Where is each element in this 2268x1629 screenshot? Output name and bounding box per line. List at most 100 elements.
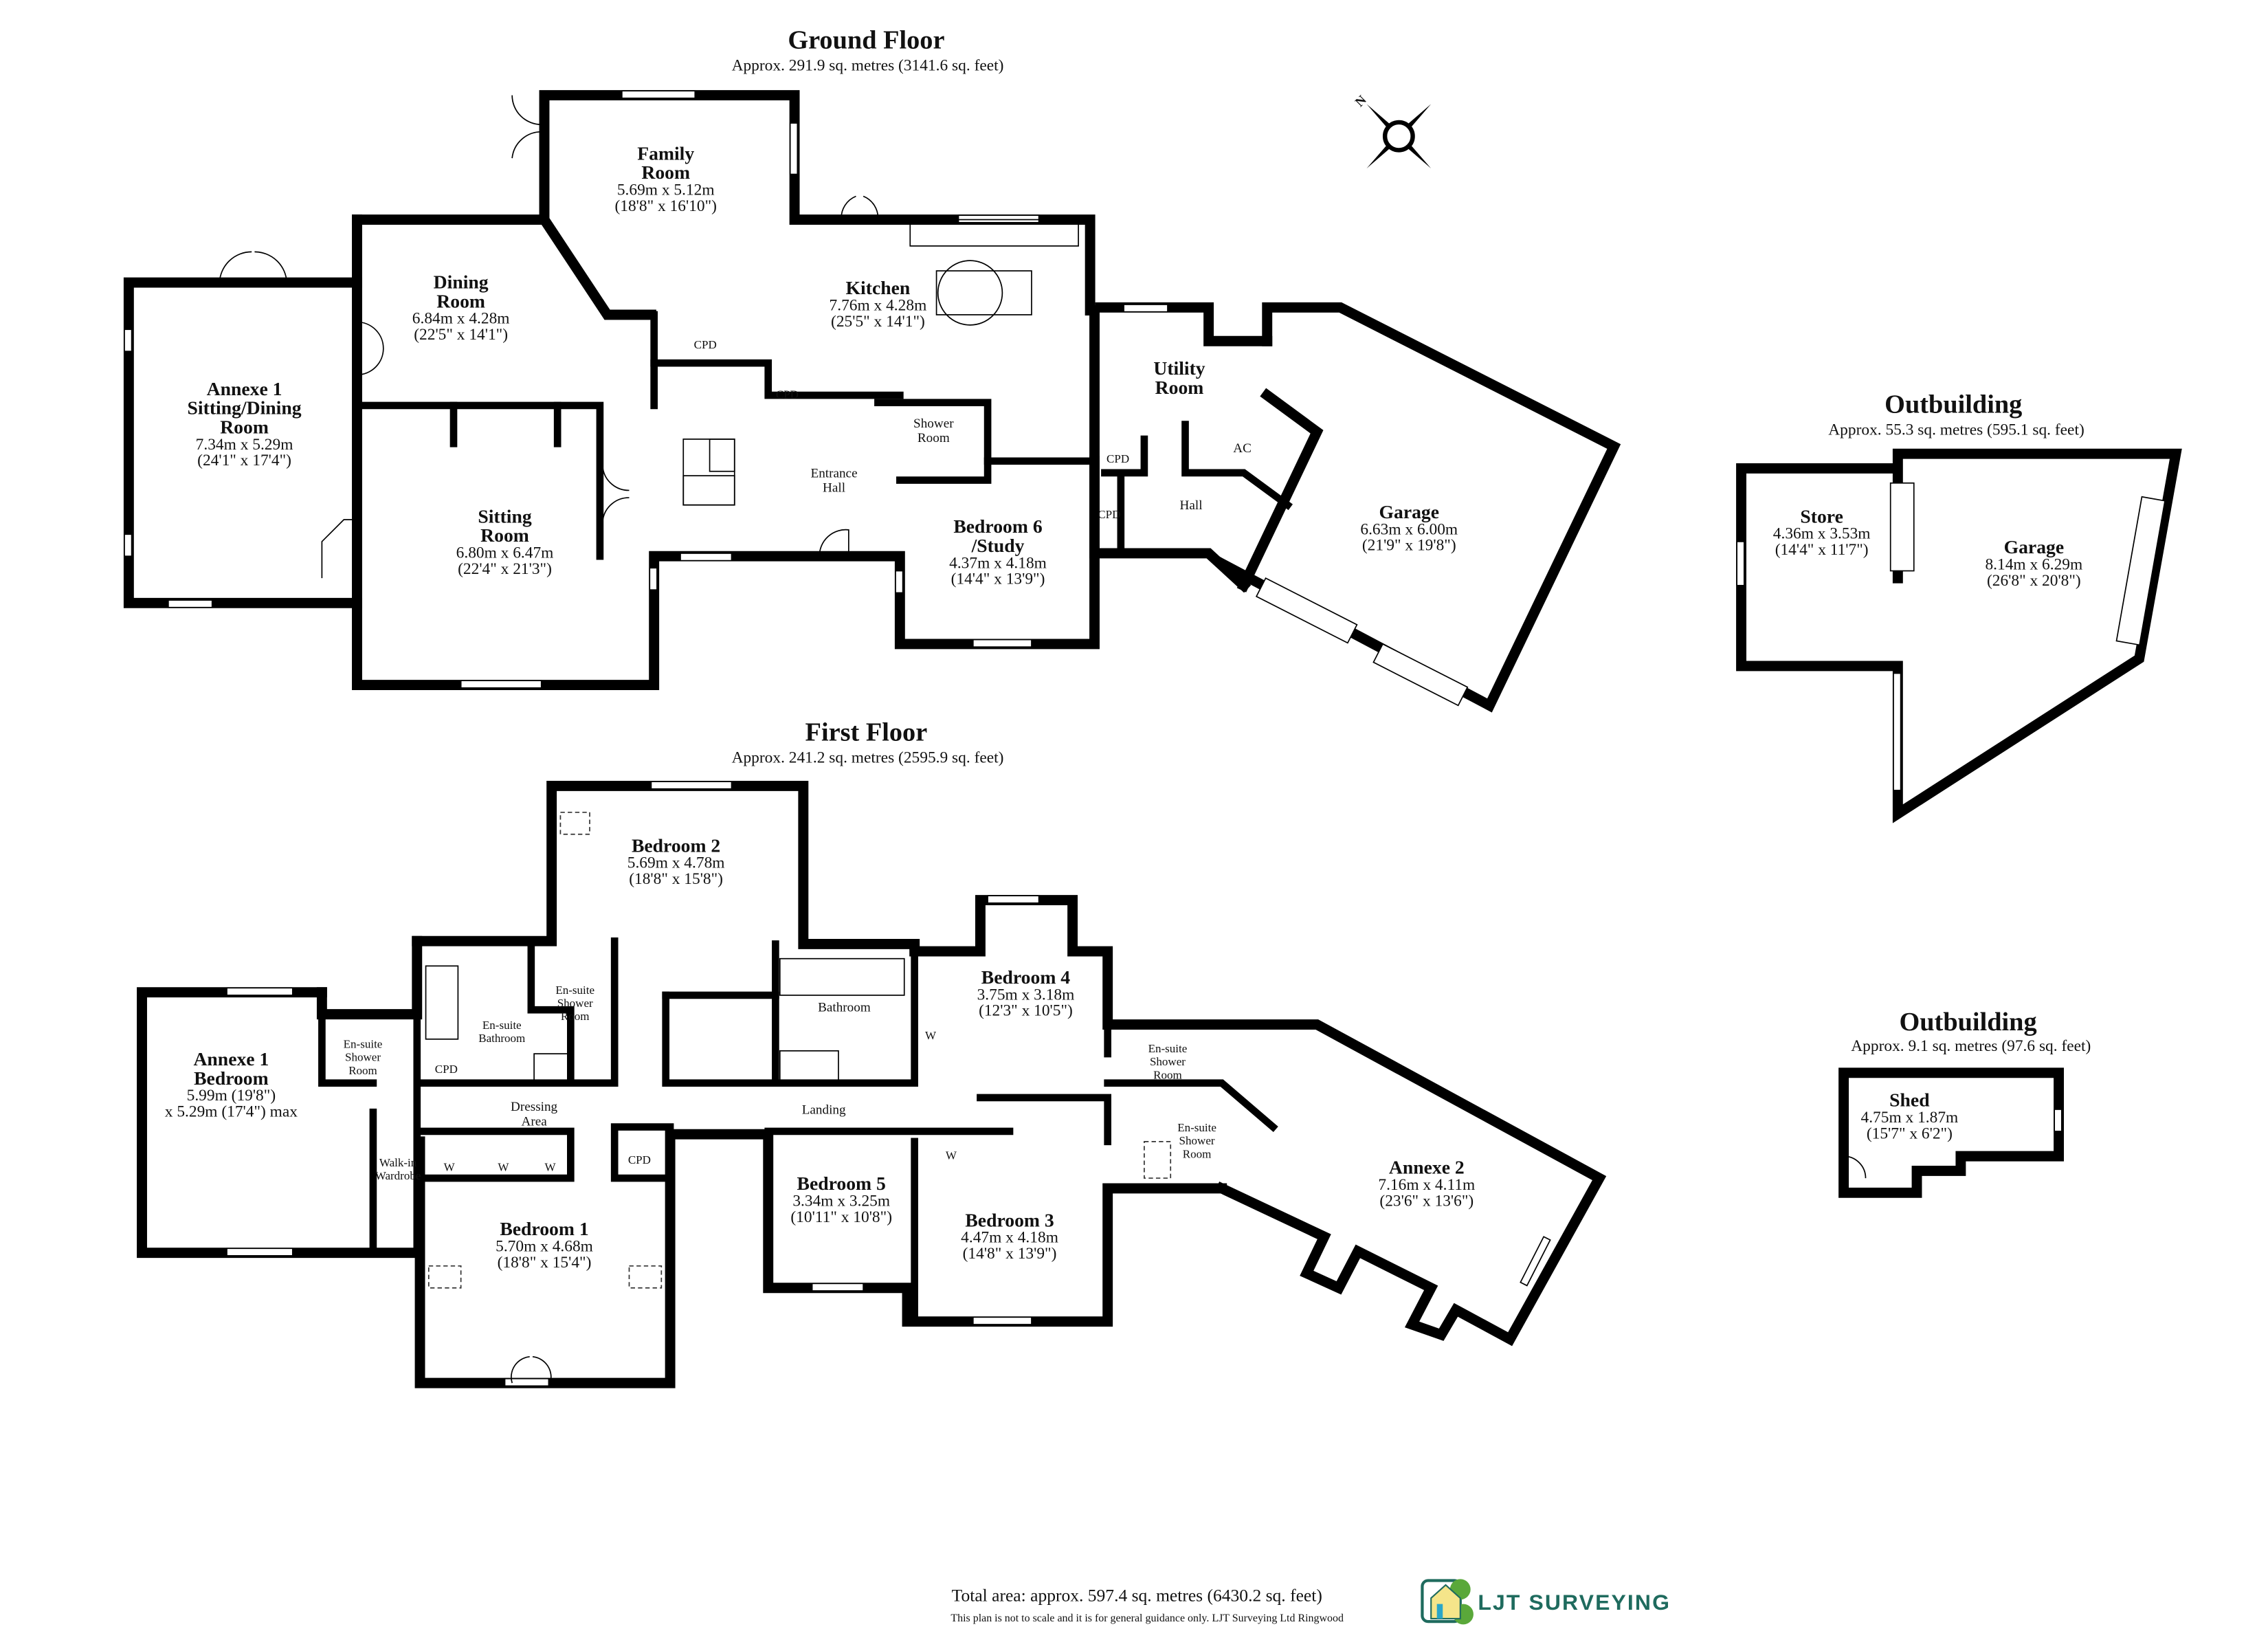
- room-name-line: AC: [1233, 441, 1252, 456]
- room-dimensions-metric: 7.34m x 5.29m: [196, 436, 293, 454]
- room-name-line: Room: [480, 524, 529, 546]
- room-name-line: CPD: [1098, 508, 1120, 521]
- room-name-line: Utility: [1153, 357, 1205, 379]
- room-name-line: Room: [918, 431, 950, 445]
- outbuilding-shed-area: Approx. 9.1 sq. metres (97.6 sq. feet): [1851, 1037, 2091, 1055]
- room-name-line: Annexe 1: [207, 378, 282, 399]
- room-dimensions-metric: 4.36m x 3.53m: [1773, 525, 1871, 543]
- room-dimensions-metric: 4.47m x 4.18m: [961, 1229, 1058, 1247]
- room-label-landing: Landing: [802, 1102, 846, 1117]
- logo-text: LJT SURVEYING: [1478, 1590, 1671, 1615]
- outbuilding-shed-title: Outbuilding: [1899, 1008, 2036, 1037]
- room-name-line: Entrance: [811, 466, 858, 480]
- room-name-line: Hall: [823, 481, 845, 496]
- ljt-surveying-logo: LJT SURVEYING: [1421, 1579, 1671, 1625]
- room-dimensions-imperial: (25'5" x 14'1"): [831, 313, 925, 331]
- room-label-w: W: [498, 1160, 509, 1173]
- room-name-line: W: [444, 1160, 456, 1173]
- room-dimensions-imperial: (21'9" x 19'8"): [1362, 537, 1456, 555]
- room-name-line: Bedroom 5: [797, 1173, 886, 1194]
- room-dimensions-imperial: (12'3" x 10'5"): [979, 1002, 1073, 1020]
- room-name-line: Shed: [1889, 1089, 1930, 1111]
- room-label-w: W: [925, 1029, 937, 1042]
- room-label-cpd: CPD: [694, 338, 717, 351]
- room-dimensions-metric: 7.16m x 4.11m: [1378, 1176, 1475, 1194]
- room-name-line: Room: [1183, 1147, 1212, 1160]
- room-label-w: W: [946, 1149, 957, 1162]
- room-name-line: Annexe 2: [1389, 1157, 1465, 1178]
- room-name-line: Dressing: [511, 1100, 558, 1114]
- room-name-line: CPD: [694, 338, 717, 351]
- room-name-line: Room: [641, 162, 690, 183]
- room-dimensions-imperial: (14'4" x 11'7"): [1775, 541, 1869, 559]
- room-name-line: W: [498, 1160, 509, 1173]
- ground-floor-walls: [123, 90, 1621, 713]
- room-name-line: En-suite: [555, 984, 594, 997]
- room-name-line: Shower: [1179, 1134, 1215, 1147]
- room-name-line: Store: [1800, 505, 1843, 527]
- room-label-cpd: CPD: [435, 1063, 458, 1076]
- first-floor-walls: [137, 781, 1607, 1388]
- room-dimensions-metric: 3.34m x 3.25m: [792, 1193, 890, 1210]
- room-dimensions-imperial: (18'8" x 16'10"): [614, 197, 716, 215]
- room-dimensions-imperial: (22'4" x 21'3"): [458, 560, 552, 578]
- compass-north-label: N: [1353, 93, 1370, 110]
- room-dimensions-metric: 6.80m x 6.47m: [456, 544, 554, 562]
- room-name-line: CPD: [1107, 452, 1129, 465]
- room-name-line: Dining: [434, 272, 489, 293]
- room-name-line: Room: [220, 416, 269, 437]
- room-dimensions-imperial: (22'5" x 14'1"): [414, 326, 508, 344]
- room-dimensions-metric: 6.84m x 4.28m: [412, 310, 510, 328]
- room-dimensions-metric: 4.75m x 1.87m: [1861, 1109, 1959, 1127]
- room-name-line: En-suite: [1148, 1042, 1188, 1055]
- outbuilding-walls: [1736, 448, 2182, 1198]
- room-name-line: En-suite: [482, 1019, 522, 1032]
- room-name-line: Landing: [802, 1102, 846, 1117]
- room-name-line: Area: [521, 1114, 547, 1129]
- room-name-line: Shower: [557, 997, 593, 1010]
- total-area: Total area: approx. 597.4 sq. metres (64…: [952, 1585, 1322, 1605]
- room-label-bathroom: Bathroom: [818, 1000, 871, 1015]
- room-name-line: Sitting: [478, 505, 532, 527]
- outbuilding-area: Approx. 55.3 sq. metres (595.1 sq. feet): [1828, 421, 2084, 439]
- room-name-line: W: [544, 1160, 556, 1173]
- room-label-cpd: CPD: [1107, 452, 1129, 465]
- room-dimensions-metric: 6.63m x 6.00m: [1360, 520, 1458, 538]
- room-dimensions-metric: 7.76m x 4.28m: [830, 297, 927, 315]
- first-floor-area: Approx. 241.2 sq. metres (2595.9 sq. fee…: [732, 749, 1004, 766]
- room-name-line: Shower: [913, 417, 954, 431]
- room-name-line: CPD: [776, 388, 799, 401]
- room-name-line: Bathroom: [818, 1000, 871, 1015]
- room-name-line: Hall: [1180, 498, 1203, 513]
- room-name-line: Annexe 1: [193, 1048, 269, 1070]
- room-dimensions-metric: 4.37m x 4.18m: [949, 554, 1047, 572]
- room-name-line: Room: [348, 1064, 377, 1077]
- room-name-line: Garage: [1379, 501, 1439, 522]
- room-dimensions-imperial: (23'6" x 13'6"): [1379, 1193, 1474, 1210]
- room-name-line: Bedroom: [194, 1067, 269, 1089]
- room-label-ac: AC: [1233, 441, 1252, 456]
- room-name-line: Room: [436, 290, 485, 311]
- room-dimensions-metric: 5.70m x 4.68m: [496, 1238, 593, 1256]
- room-name-line: Room: [1155, 377, 1204, 398]
- room-name-line: Bedroom 1: [500, 1218, 588, 1239]
- room-dimensions-imperial: (14'8" x 13'9"): [963, 1245, 1057, 1263]
- room-dimensions-imperial: (18'8" x 15'4"): [498, 1254, 592, 1272]
- room-dimensions-metric: 5.69m x 4.78m: [627, 854, 725, 872]
- outbuilding-title: Outbuilding: [1885, 390, 2022, 419]
